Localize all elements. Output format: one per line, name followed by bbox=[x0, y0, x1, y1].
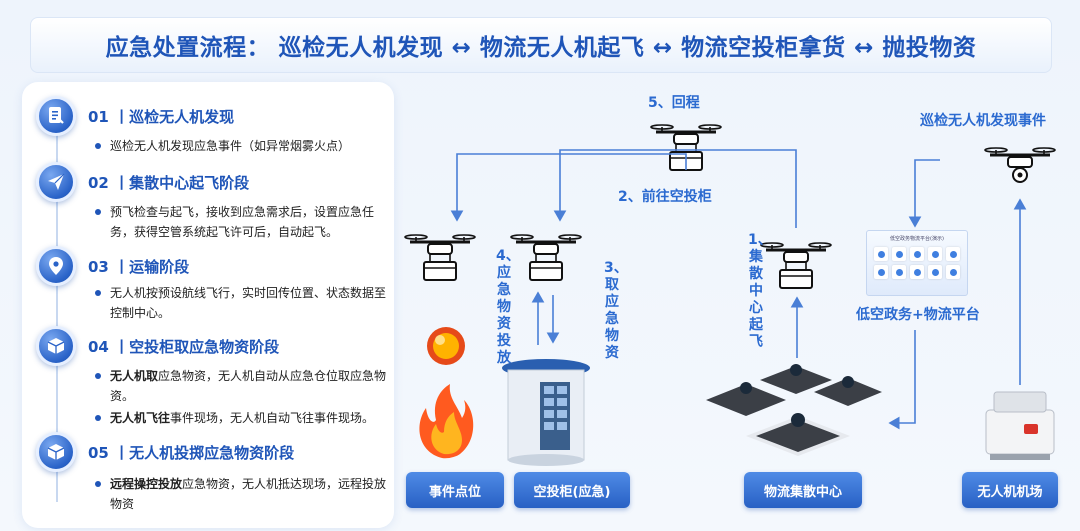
timeline-line bbox=[56, 122, 58, 502]
box-icon bbox=[36, 432, 76, 472]
app-tile-icon bbox=[928, 247, 942, 261]
flow-diagram: 低空政务物流平台(演示) 5、回程 2、前往空投柜 巡检无人机发现事件 低空政务… bbox=[400, 80, 1080, 531]
stage-item-text: 无人机按预设航线飞行，实时回传位置、状态数据至控制中心。 bbox=[110, 286, 387, 320]
paper-plane-icon bbox=[36, 162, 76, 202]
stage-title: 05 丨无人机投掷应急物资阶段 bbox=[88, 444, 295, 462]
app-tile-icon bbox=[910, 247, 924, 261]
airdrop-cabinet-icon bbox=[502, 359, 590, 466]
node-cabinet[interactable]: 空投柜(应急) bbox=[514, 472, 630, 508]
cargo-drone-icon bbox=[761, 243, 831, 288]
app-tile-icon bbox=[910, 265, 924, 279]
stage-item: 无人机飞往事件现场，无人机自动飞往事件现场。 bbox=[95, 408, 388, 428]
node-hub[interactable]: 物流集散中心 bbox=[744, 472, 862, 508]
stage-item-text: 应急物资，无人机抵达现场，远程投放物资 bbox=[110, 477, 387, 511]
inspection-label: 巡检无人机发现事件 bbox=[920, 113, 1046, 129]
stage-item-text: 巡检无人机发现应急事件（如异常烟雾火点） bbox=[110, 139, 351, 153]
stage-item-text: 事件现场，无人机自动飞往事件现场。 bbox=[170, 411, 375, 425]
fire-extinguisher-ball-icon bbox=[427, 327, 465, 365]
app-tile-icon bbox=[874, 265, 888, 279]
stage-item-text: 应急物资，无人机自动从应急仓位取应急物资。 bbox=[110, 369, 387, 403]
stage-title: 01 丨巡检无人机发现 bbox=[88, 108, 235, 126]
page-title: 应急处置流程： 巡检无人机发现 ↔ 物流无人机起飞 ↔ 物流空投柜拿货 ↔ 抛投… bbox=[105, 35, 977, 61]
stage-item-bold: 远程操控投放 bbox=[110, 477, 183, 491]
fetch-label: 3、取应急物资 bbox=[604, 260, 628, 361]
platform-screen-title: 低空政务物流平台(演示) bbox=[890, 236, 944, 242]
drone-airport-icon bbox=[985, 391, 1055, 460]
stage-item: 预飞检查与起飞，接收到应急需求后，设置应急任务，获得空管系统起飞许可后，自动起飞… bbox=[95, 202, 388, 242]
node-event-site[interactable]: 事件点位 bbox=[406, 472, 504, 508]
app-tile-icon bbox=[892, 265, 906, 279]
stage-item-bold: 无人机飞往 bbox=[110, 411, 171, 425]
stage-item: 巡检无人机发现应急事件（如异常烟雾火点） bbox=[95, 136, 388, 156]
cargo-drone-icon bbox=[405, 235, 475, 280]
node-airport[interactable]: 无人机机场 bbox=[962, 472, 1058, 508]
app-tile-icon bbox=[946, 265, 960, 279]
logistics-hub-icon bbox=[706, 364, 882, 456]
stage-item: 远程操控投放应急物资，无人机抵达现场，远程投放物资 bbox=[95, 474, 388, 514]
stage-item-bold: 无人机取 bbox=[110, 369, 159, 383]
deliver-label: 4、应急物资投放 bbox=[496, 248, 520, 366]
cargo-drone-icon bbox=[511, 235, 581, 280]
return-label: 5、回程 bbox=[648, 95, 700, 111]
platform-label: 低空政务+物流平台 bbox=[856, 307, 980, 323]
stage-panel: 01 丨巡检无人机发现 巡检无人机发现应急事件（如异常烟雾火点） 02 丨集散中… bbox=[22, 82, 394, 528]
stage-item-text: 预飞检查与起飞，接收到应急需求后，设置应急任务，获得空管系统起飞许可后，自动起飞… bbox=[110, 205, 375, 239]
fire-icon bbox=[419, 384, 474, 459]
platform-screen: 低空政务物流平台(演示) bbox=[866, 230, 968, 296]
stage-item: 无人机按预设航线飞行，实时回传位置、状态数据至控制中心。 bbox=[95, 283, 388, 323]
app-tile-icon bbox=[874, 247, 888, 261]
stage-title: 02 丨集散中心起飞阶段 bbox=[88, 174, 250, 192]
inspection-drone-icon bbox=[983, 146, 1057, 183]
app-tile-icon bbox=[946, 247, 960, 261]
stage-title: 04 丨空投柜取应急物资阶段 bbox=[88, 338, 280, 356]
box-icon bbox=[36, 326, 76, 366]
stage-item: 无人机取应急物资，无人机自动从应急仓位取应急物资。 bbox=[95, 366, 388, 406]
location-pin-icon bbox=[36, 246, 76, 286]
title-bar: 应急处置流程： 巡检无人机发现 ↔ 物流无人机起飞 ↔ 物流空投柜拿货 ↔ 抛投… bbox=[30, 17, 1052, 73]
document-icon bbox=[36, 96, 76, 136]
to-cabinet-label: 2、前往空投柜 bbox=[618, 189, 712, 205]
flow-lines bbox=[400, 80, 1057, 466]
app-tile-icon bbox=[928, 265, 942, 279]
app-tile-icon bbox=[892, 247, 906, 261]
stage-title: 03 丨运输阶段 bbox=[88, 258, 190, 276]
dispatch-label: 1、集散中心起飞 bbox=[748, 232, 772, 350]
